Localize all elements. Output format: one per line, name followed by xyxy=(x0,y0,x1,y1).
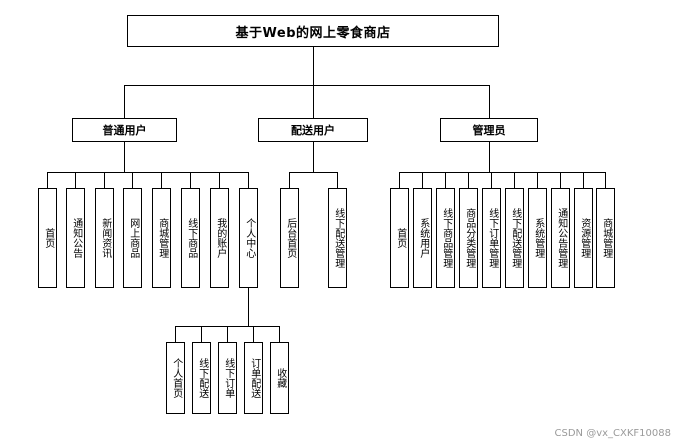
leaf-node: 后台首页 xyxy=(280,188,299,288)
root-node: 基于Web的网上零食商店 xyxy=(127,15,499,47)
leaf-label: 个人中心 xyxy=(243,218,255,258)
connector xyxy=(313,47,314,85)
leaf-node: 网上商品 xyxy=(123,188,142,288)
connector xyxy=(583,172,584,188)
connector xyxy=(399,172,400,188)
branch-node-delivery-user: 配送用户 xyxy=(258,118,368,142)
connector xyxy=(201,326,202,342)
leaf-label: 个人首页 xyxy=(170,358,182,398)
leaf-node: 商城管理 xyxy=(152,188,171,288)
connector xyxy=(605,172,606,188)
connector xyxy=(560,172,561,188)
leaf-node: 首页 xyxy=(38,188,57,288)
leaf-label: 收藏 xyxy=(274,368,286,388)
leaf-label: 线下商品管理 xyxy=(440,208,452,268)
connector xyxy=(537,172,538,188)
connector xyxy=(289,172,290,188)
connector xyxy=(190,172,191,188)
connector xyxy=(47,172,48,188)
sub-leaf-node: 线下配送 xyxy=(192,342,211,414)
leaf-label: 线下订单管理 xyxy=(486,208,498,268)
connector xyxy=(289,172,337,173)
leaf-node: 商品分类管理 xyxy=(459,188,478,288)
connector xyxy=(227,326,228,342)
leaf-label: 新闻资讯 xyxy=(99,218,111,258)
leaf-label: 后台首页 xyxy=(284,218,296,258)
leaf-label: 线下配送管理 xyxy=(332,208,344,268)
leaf-label: 商城管理 xyxy=(156,218,168,258)
leaf-node: 线下商品管理 xyxy=(436,188,455,288)
connector xyxy=(47,172,248,173)
leaf-node: 通知公告 xyxy=(66,188,85,288)
connector xyxy=(124,85,489,86)
leaf-label: 我的账户 xyxy=(214,218,226,258)
leaf-label: 通知公告管理 xyxy=(555,208,567,268)
connector xyxy=(313,85,314,118)
leaf-node: 线下商品 xyxy=(181,188,200,288)
branch-node-normal-user: 普通用户 xyxy=(72,118,177,142)
connector xyxy=(422,172,423,188)
connector xyxy=(124,142,125,172)
leaf-node: 线下配送管理 xyxy=(505,188,524,288)
leaf-label: 订单配送 xyxy=(248,358,260,398)
leaf-label: 线下配送管理 xyxy=(509,208,521,268)
connector xyxy=(175,326,176,342)
connector xyxy=(337,172,338,188)
connector xyxy=(124,85,125,118)
leaf-node-personal-center: 个人中心 xyxy=(239,188,258,288)
connector xyxy=(491,172,492,188)
connector xyxy=(279,326,280,342)
leaf-label: 商城管理 xyxy=(600,218,612,258)
connector xyxy=(445,172,446,188)
leaf-node: 系统用户 xyxy=(413,188,432,288)
leaf-node: 我的账户 xyxy=(210,188,229,288)
leaf-node: 首页 xyxy=(390,188,409,288)
leaf-node: 通知公告管理 xyxy=(551,188,570,288)
leaf-node: 系统管理 xyxy=(528,188,547,288)
connector xyxy=(75,172,76,188)
leaf-label: 首页 xyxy=(42,228,54,248)
connector xyxy=(313,142,314,172)
leaf-node: 线下配送管理 xyxy=(328,188,347,288)
leaf-label: 线下商品 xyxy=(185,218,197,258)
leaf-node: 线下订单管理 xyxy=(482,188,501,288)
sub-leaf-node: 线下订单 xyxy=(218,342,237,414)
watermark: CSDN @vx_CXKF10088 xyxy=(554,428,671,439)
connector xyxy=(468,172,469,188)
connector xyxy=(489,85,490,118)
connector xyxy=(161,172,162,188)
connector xyxy=(253,326,254,342)
leaf-label: 线下订单 xyxy=(222,358,234,398)
connector xyxy=(489,142,490,172)
leaf-label: 通知公告 xyxy=(70,218,82,258)
leaf-label: 系统管理 xyxy=(532,218,544,258)
connector xyxy=(248,288,249,326)
leaf-node: 商城管理 xyxy=(596,188,615,288)
connector xyxy=(219,172,220,188)
connector xyxy=(248,172,249,188)
sub-leaf-node: 订单配送 xyxy=(244,342,263,414)
leaf-label: 线下配送 xyxy=(196,358,208,398)
leaf-label: 首页 xyxy=(394,228,406,248)
sub-leaf-node: 收藏 xyxy=(270,342,289,414)
connector xyxy=(104,172,105,188)
connector xyxy=(399,172,605,173)
leaf-label: 系统用户 xyxy=(417,218,429,258)
connector xyxy=(132,172,133,188)
leaf-label: 商品分类管理 xyxy=(463,208,475,268)
leaf-node: 资源管理 xyxy=(574,188,593,288)
leaf-label: 资源管理 xyxy=(578,218,590,258)
leaf-node: 新闻资讯 xyxy=(95,188,114,288)
leaf-label: 网上商品 xyxy=(127,218,139,258)
connector xyxy=(514,172,515,188)
branch-node-admin: 管理员 xyxy=(440,118,538,142)
sub-leaf-node: 个人首页 xyxy=(166,342,185,414)
